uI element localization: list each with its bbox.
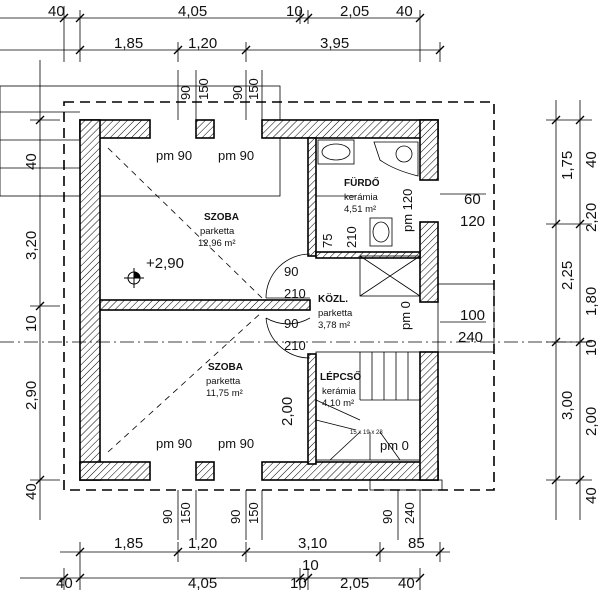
level-marker-icon — [124, 268, 144, 288]
dim-right-side-1: 60 — [464, 191, 481, 208]
bottom-dimension-lines — [20, 542, 450, 590]
dim-top2-2: 1,20 — [188, 35, 217, 52]
dim-top-2: 4,05 — [178, 3, 207, 20]
pm-label-hall: pm 0 — [398, 301, 413, 330]
bath-floor: kerámia — [344, 192, 379, 203]
dim-bottom-2: 1,20 — [188, 535, 217, 552]
dim-bottom2-3: 10 — [290, 575, 307, 592]
hall-area: 3,78 m² — [318, 320, 350, 331]
door-dim-5: 75 — [320, 234, 335, 248]
tick-bottom-4: 150 — [246, 502, 261, 524]
stair-floor: kerámia — [322, 386, 357, 397]
bath-fixtures — [317, 139, 419, 247]
pm-label-1: pm 90 — [156, 148, 192, 163]
bath-name: FÜRDŐ — [344, 176, 380, 189]
door-dim-4: 210 — [284, 338, 306, 353]
top-dimension-lines — [0, 6, 441, 62]
dim-right-inner-6: 40 — [583, 487, 600, 504]
pm-label-bath: pm 120 — [400, 189, 415, 232]
top-opening-ticks — [177, 70, 263, 120]
dim-bottom2-1: 40 — [56, 575, 73, 592]
tick-bottom-3: 90 — [228, 510, 243, 524]
dim-right-outer-3: 3,00 — [559, 391, 576, 420]
tick-bottom-1: 90 — [160, 510, 175, 524]
stair-name: LÉPCSŐ — [320, 370, 361, 383]
dim-right-inner-5: 2,00 — [583, 407, 600, 436]
tick-bottom-6: 240 — [402, 502, 417, 524]
dim-bottom2-2: 4,05 — [188, 575, 217, 592]
dim-right-inner-1: 40 — [583, 151, 600, 168]
dim-top-4: 2,05 — [340, 3, 369, 20]
dim-top2-3: 3,95 — [320, 35, 349, 52]
balcony-railing — [0, 85, 281, 197]
tick-top-2: 150 — [196, 78, 211, 100]
pm-label-2: pm 90 — [218, 148, 254, 163]
right-bay — [369, 283, 495, 491]
tick-top-3: 90 — [230, 86, 245, 100]
dim-bottom2-5: 40 — [398, 575, 415, 592]
room2-name: SZOBA — [208, 362, 243, 373]
dim-right-side-4: 240 — [458, 329, 483, 346]
dim-right-inner-4: 10 — [583, 339, 600, 356]
hall-floor: parketta — [318, 308, 353, 319]
level-label: +2,90 — [146, 255, 184, 272]
left-dimension-lines — [30, 60, 60, 520]
room2-area: 11,75 m² — [206, 388, 243, 399]
dim-right-inner-2: 2,20 — [583, 203, 600, 232]
pm-label-3: pm 90 — [156, 436, 192, 451]
bottom-dim-ticks — [59, 547, 445, 583]
staircase — [315, 255, 421, 461]
dim-bottom-1: 1,85 — [114, 535, 143, 552]
dim-left-3: 10 — [23, 315, 40, 332]
dim-right-side-3: 100 — [460, 307, 485, 324]
right-dimension-lines — [440, 100, 592, 520]
pm-label-stair: pm 0 — [380, 438, 409, 453]
right-dim-ticks — [551, 115, 585, 485]
dim-left-5: 40 — [23, 483, 40, 500]
room1-area: 12,96 m² — [198, 238, 236, 249]
dim-right-side-2: 120 — [460, 213, 485, 230]
tick-top-1: 90 — [178, 86, 193, 100]
stair-size: 15 x 19 x 28 — [350, 430, 383, 436]
dim-top-1: 40 — [48, 3, 65, 20]
walls — [79, 119, 439, 481]
tick-bottom-5: 90 — [380, 510, 395, 524]
pm-label-4: pm 90 — [218, 436, 254, 451]
door-dim-1: 90 — [284, 264, 298, 279]
bath-area: 4,51 m² — [344, 204, 376, 215]
dim-bottom-mid: 10 — [302, 557, 319, 574]
bottom-opening-ticks — [177, 490, 421, 540]
dim-bottom-3: 3,10 — [298, 535, 327, 552]
dim-left-1: 40 — [23, 153, 40, 170]
door-dim-2: 210 — [284, 286, 306, 301]
stair-area: 4,10 m² — [322, 398, 354, 409]
tick-bottom-2: 150 — [178, 502, 193, 524]
room-diagonals — [107, 147, 263, 453]
hall-name: KÖZL. — [318, 292, 348, 305]
room1-name: SZOBA — [204, 212, 239, 223]
dim-left-4: 2,90 — [23, 381, 40, 410]
dim-right-outer-2: 2,25 — [559, 261, 576, 290]
tick-top-4: 150 — [246, 78, 261, 100]
door-dim-6: 210 — [344, 226, 359, 248]
door-dim-3: 90 — [284, 316, 298, 331]
dim-top-3: 10 — [286, 3, 303, 20]
top-dim-ticks — [59, 13, 445, 55]
room2-floor: parketta — [206, 376, 241, 387]
dim-right-outer-1: 1,75 — [559, 151, 576, 180]
dim-room2-height: 2,00 — [279, 397, 296, 426]
doors — [265, 195, 356, 359]
left-dim-ticks — [35, 115, 45, 485]
room1-floor: parketta — [200, 226, 235, 237]
dim-top-5: 40 — [396, 3, 413, 20]
dim-left-2: 3,20 — [23, 231, 40, 260]
dim-bottom-4: 85 — [408, 535, 425, 552]
dim-right-inner-3: 1,80 — [583, 287, 600, 316]
dim-top2-1: 1,85 — [114, 35, 143, 52]
dim-bottom2-4: 2,05 — [340, 575, 369, 592]
